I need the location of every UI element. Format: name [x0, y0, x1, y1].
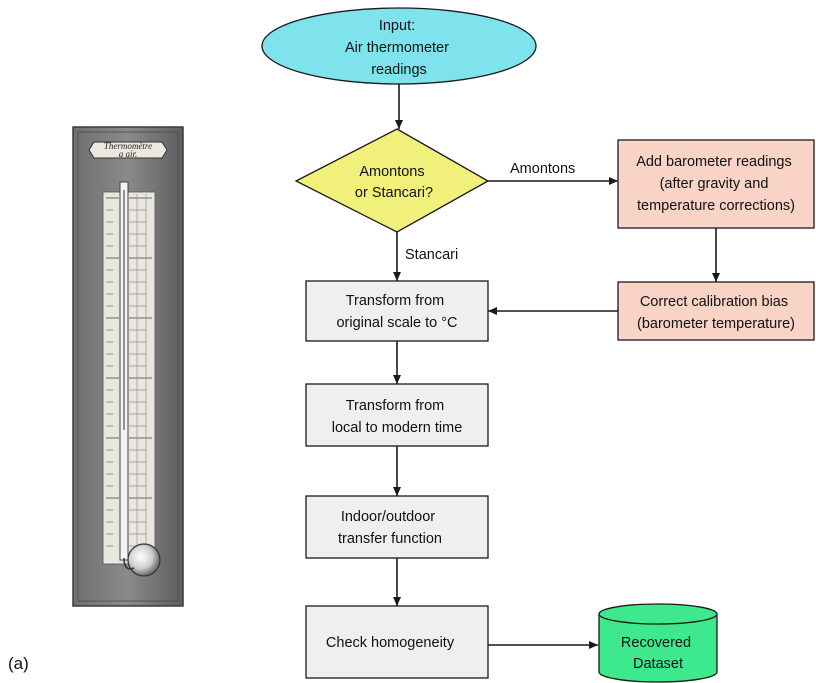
node-transform-time: Transform from local to modern time [305, 383, 489, 447]
transform-scale-line1: Transform from [346, 293, 445, 309]
svg-text:Correct calibration bias: Correct calibration bias (barometer temp… [637, 294, 795, 332]
input-line2: Air thermometer [345, 40, 449, 56]
svg-text:Transform from original: Transform from original scale to °C [336, 293, 457, 331]
svg-text:Amontons or Stancari?: Amontons or Stancari? [355, 164, 433, 201]
barometer-line1: Add barometer readings [636, 154, 792, 170]
transfer-line1: Indoor/outdoor [341, 509, 435, 525]
calibration-line2: (barometer temperature) [637, 316, 795, 332]
svg-text:Recovered Dataset: Recovered Dataset [621, 635, 695, 672]
svg-text:Transform from local to: Transform from local to modern time [332, 398, 463, 436]
thermometer-illustration: Thermomètre a air. [72, 126, 184, 607]
thermometer-scale-ticks [106, 194, 152, 562]
decision-line1: Amontons [359, 164, 424, 180]
node-check-homogeneity: Check homogeneity [305, 605, 489, 679]
calibration-line1: Correct calibration bias [640, 294, 788, 310]
node-decision: Amontons or Stancari? [294, 128, 490, 233]
svg-text:Indoor/outdoor transfer: Indoor/outdoor transfer function [338, 509, 442, 547]
svg-text:Check homogeneity: Check homogeneity [326, 635, 455, 651]
thermometer-bulb [127, 543, 161, 577]
thermometer-label-plate: Thermomètre a air. [88, 141, 168, 159]
transform-scale-line2: original scale to °C [336, 315, 457, 331]
plate-text-line1: Thermomètre [104, 141, 152, 151]
svg-text:Input: Air thermometer: Input: Air thermometer readings [345, 18, 453, 78]
edge-label-stancari: Stancari [405, 247, 458, 263]
transform-time-line1: Transform from [346, 398, 445, 414]
transfer-line2: transfer function [338, 531, 442, 547]
node-input: Input: Air thermometer readings [261, 7, 537, 85]
node-transform-scale: Transform from original scale to °C [305, 280, 489, 342]
panel-label: (a) [8, 654, 29, 673]
transform-time-line2: local to modern time [332, 420, 463, 436]
node-correct-calibration-bias: Correct calibration bias (barometer temp… [617, 281, 815, 341]
svg-text:Add barometer readings (: Add barometer readings (after gravity an… [636, 154, 796, 214]
node-add-barometer-readings: Add barometer readings (after gravity an… [617, 139, 815, 229]
input-line3: readings [371, 62, 427, 78]
plate-text-line2: a air. [119, 149, 138, 159]
node-transfer-function: Indoor/outdoor transfer function [305, 495, 489, 559]
homogeneity-line1: Check homogeneity [326, 635, 455, 651]
output-line2: Dataset [633, 656, 683, 672]
input-line1: Input: [379, 18, 415, 34]
edges [393, 84, 720, 649]
edge-label-amontons: Amontons [510, 161, 575, 177]
decision-line2: or Stancari? [355, 185, 433, 201]
output-line1: Recovered [621, 635, 691, 651]
node-recovered-dataset: Recovered Dataset [598, 603, 718, 683]
barometer-line3: temperature corrections) [637, 198, 795, 214]
barometer-line2: (after gravity and [660, 176, 769, 192]
